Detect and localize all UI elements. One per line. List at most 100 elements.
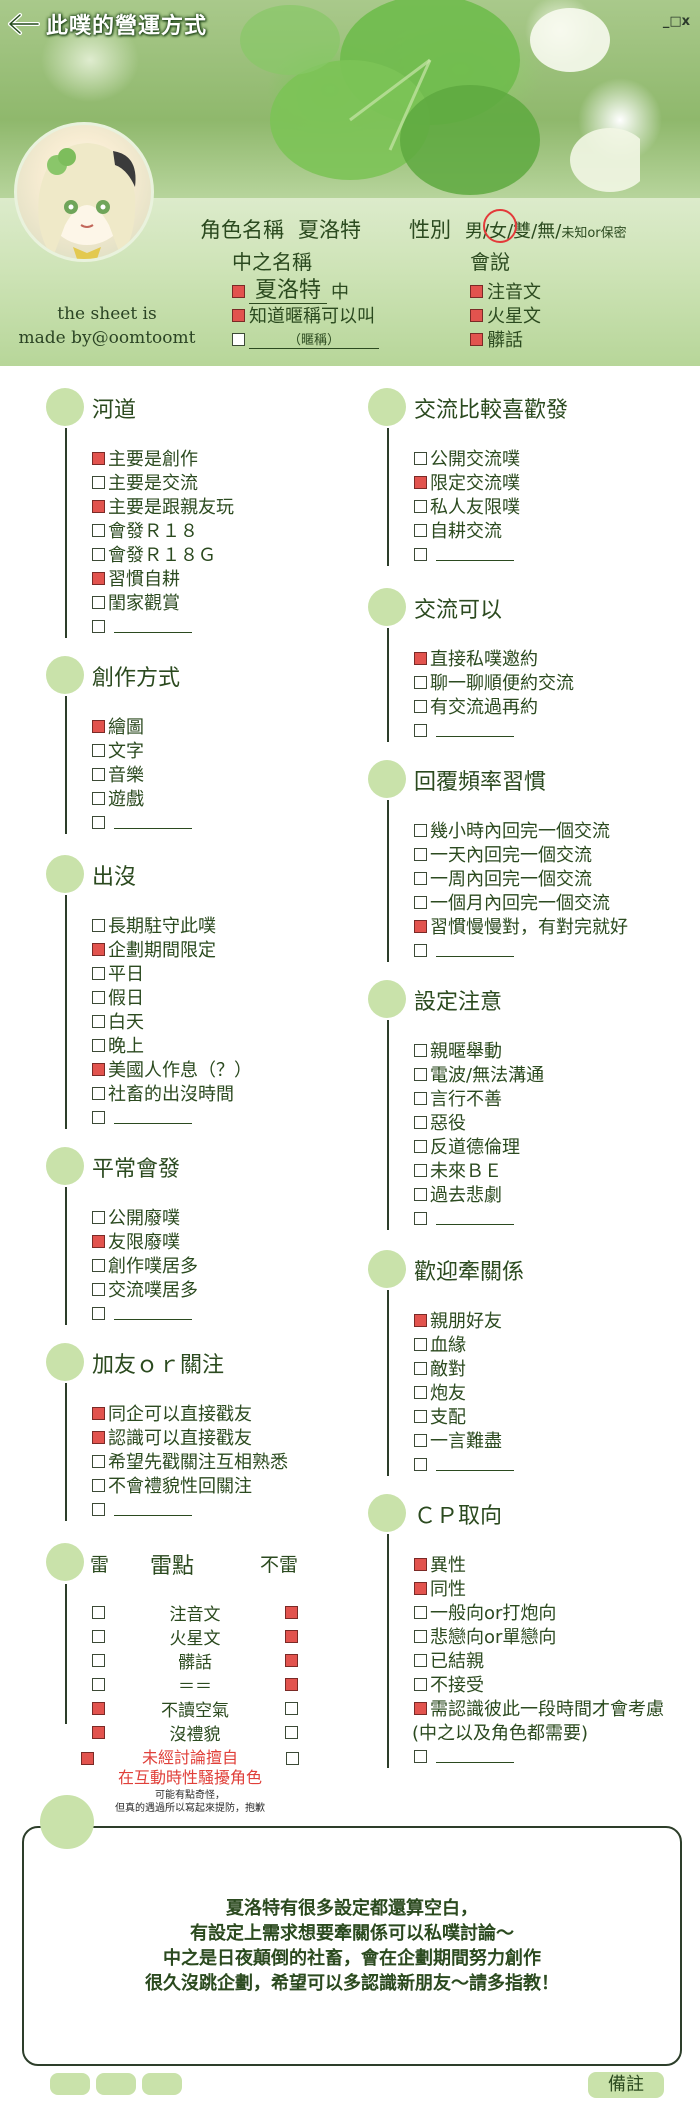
option-checkbox[interactable] (414, 523, 427, 537)
speaks-checkbox[interactable] (470, 308, 483, 322)
option-blank-item[interactable] (92, 1105, 252, 1129)
option-item[interactable]: 主要是創作 (92, 446, 234, 470)
option-checkbox[interactable] (414, 1211, 427, 1225)
footer-tab-2[interactable] (96, 2073, 136, 2095)
option-item[interactable]: 遊戲 (92, 786, 192, 810)
option-checkbox[interactable] (414, 723, 427, 737)
speaks-checkbox[interactable] (470, 332, 483, 346)
option-checkbox[interactable] (414, 1409, 427, 1423)
option-checkbox[interactable] (414, 823, 427, 837)
option-item[interactable]: 一言難盡 (414, 1428, 514, 1452)
option-item[interactable]: 惡役 (414, 1110, 544, 1134)
option-checkbox[interactable] (92, 942, 105, 956)
footer-tab-1[interactable] (50, 2073, 90, 2095)
option-blank-item[interactable] (92, 1301, 198, 1325)
mines-right-checkbox[interactable] (285, 1677, 298, 1691)
mines-left-checkbox[interactable] (92, 1677, 105, 1691)
option-checkbox[interactable] (414, 1701, 427, 1715)
option-checkbox[interactable] (92, 1258, 105, 1272)
option-blank-item[interactable] (92, 810, 192, 834)
option-checkbox[interactable] (414, 847, 427, 861)
option-item[interactable]: 創作噗居多 (92, 1253, 198, 1277)
mines-right-checkbox[interactable] (285, 1653, 298, 1667)
speaks-checkbox[interactable] (470, 284, 483, 298)
option-item[interactable]: 白天 (92, 1009, 252, 1033)
option-item[interactable]: 平日 (92, 961, 252, 985)
option-item[interactable]: 過去悲劇 (414, 1182, 544, 1206)
memo-button[interactable]: 備註 (588, 2072, 664, 2098)
option-checkbox[interactable] (92, 990, 105, 1004)
mines-right-checkbox[interactable] (285, 1725, 298, 1739)
option-checkbox[interactable] (92, 595, 105, 609)
option-checkbox[interactable] (92, 1234, 105, 1248)
option-item[interactable]: 私人友限噗 (414, 494, 520, 518)
option-blank-line[interactable] (114, 1502, 192, 1516)
option-checkbox[interactable] (92, 1062, 105, 1076)
option-item[interactable]: 限定交流噗 (414, 470, 520, 494)
option-item[interactable]: 直接私噗邀約 (414, 646, 574, 670)
option-blank-item[interactable] (414, 718, 574, 742)
option-checkbox[interactable] (92, 767, 105, 781)
option-item[interactable]: 一個月內回完一個交流 (414, 890, 628, 914)
option-blank-line[interactable] (436, 723, 514, 737)
option-item[interactable]: 親朋好友 (414, 1308, 514, 1332)
option-item[interactable]: 異性 (414, 1552, 664, 1576)
option-item[interactable]: 已結親 (414, 1648, 664, 1672)
option-item[interactable]: 炮友 (414, 1380, 514, 1404)
option-item[interactable]: 敵對 (414, 1356, 514, 1380)
option-item[interactable]: 認識可以直接戳友 (92, 1425, 288, 1449)
nickname-opt2-checkbox[interactable] (232, 308, 245, 322)
option-item[interactable]: 文字 (92, 738, 192, 762)
option-checkbox[interactable] (414, 1313, 427, 1327)
option-checkbox[interactable] (414, 475, 427, 489)
mines-left-checkbox[interactable] (92, 1725, 105, 1739)
option-checkbox[interactable] (92, 815, 105, 829)
option-item[interactable]: 主要是交流 (92, 470, 234, 494)
option-checkbox[interactable] (414, 699, 427, 713)
option-checkbox[interactable] (414, 1337, 427, 1351)
option-item[interactable]: 悲戀向or單戀向 (414, 1624, 664, 1648)
option-checkbox[interactable] (414, 919, 427, 933)
option-checkbox[interactable] (92, 547, 105, 561)
option-item[interactable]: 公開廢噗 (92, 1205, 198, 1229)
option-checkbox[interactable] (92, 523, 105, 537)
option-blank-item[interactable] (414, 542, 520, 566)
option-checkbox[interactable] (92, 1454, 105, 1468)
mines-right-checkbox[interactable] (285, 1701, 298, 1715)
option-checkbox[interactable] (414, 1457, 427, 1471)
option-checkbox[interactable] (414, 1187, 427, 1201)
option-item[interactable]: 公開交流噗 (414, 446, 520, 470)
option-item[interactable]: 音樂 (92, 762, 192, 786)
option-item[interactable]: 不會禮貌性回關注 (92, 1473, 288, 1497)
option-checkbox[interactable] (92, 1110, 105, 1124)
option-checkbox[interactable] (414, 499, 427, 513)
option-checkbox[interactable] (92, 719, 105, 733)
option-blank-line[interactable] (436, 1211, 514, 1225)
option-blank-line[interactable] (436, 1457, 514, 1471)
option-item[interactable]: 一般向or打炮向 (414, 1600, 664, 1624)
option-blank-line[interactable] (114, 1306, 192, 1320)
option-checkbox[interactable] (414, 1115, 427, 1129)
option-blank-line[interactable] (114, 619, 192, 633)
option-item[interactable]: 閨家觀賞 (92, 590, 234, 614)
option-item[interactable]: 企劃期間限定 (92, 937, 252, 961)
option-checkbox[interactable] (92, 1430, 105, 1444)
option-blank-line[interactable] (436, 943, 514, 957)
option-checkbox[interactable] (414, 943, 427, 957)
option-checkbox[interactable] (414, 1091, 427, 1105)
option-checkbox[interactable] (414, 1163, 427, 1177)
option-checkbox[interactable] (414, 1605, 427, 1619)
option-item[interactable]: 親暱舉動 (414, 1038, 544, 1062)
option-checkbox[interactable] (92, 499, 105, 513)
option-checkbox[interactable] (414, 1557, 427, 1571)
mines-red-left-checkbox[interactable] (81, 1751, 94, 1765)
option-item[interactable]: 希望先戳關注互相熟悉 (92, 1449, 288, 1473)
option-checkbox[interactable] (414, 1749, 427, 1763)
back-arrow-icon[interactable] (6, 12, 40, 36)
option-checkbox[interactable] (92, 1210, 105, 1224)
option-checkbox[interactable] (414, 1653, 427, 1667)
option-checkbox[interactable] (92, 918, 105, 932)
option-item[interactable]: 交流噗居多 (92, 1277, 198, 1301)
option-checkbox[interactable] (92, 1086, 105, 1100)
option-item[interactable]: 晚上 (92, 1033, 252, 1057)
